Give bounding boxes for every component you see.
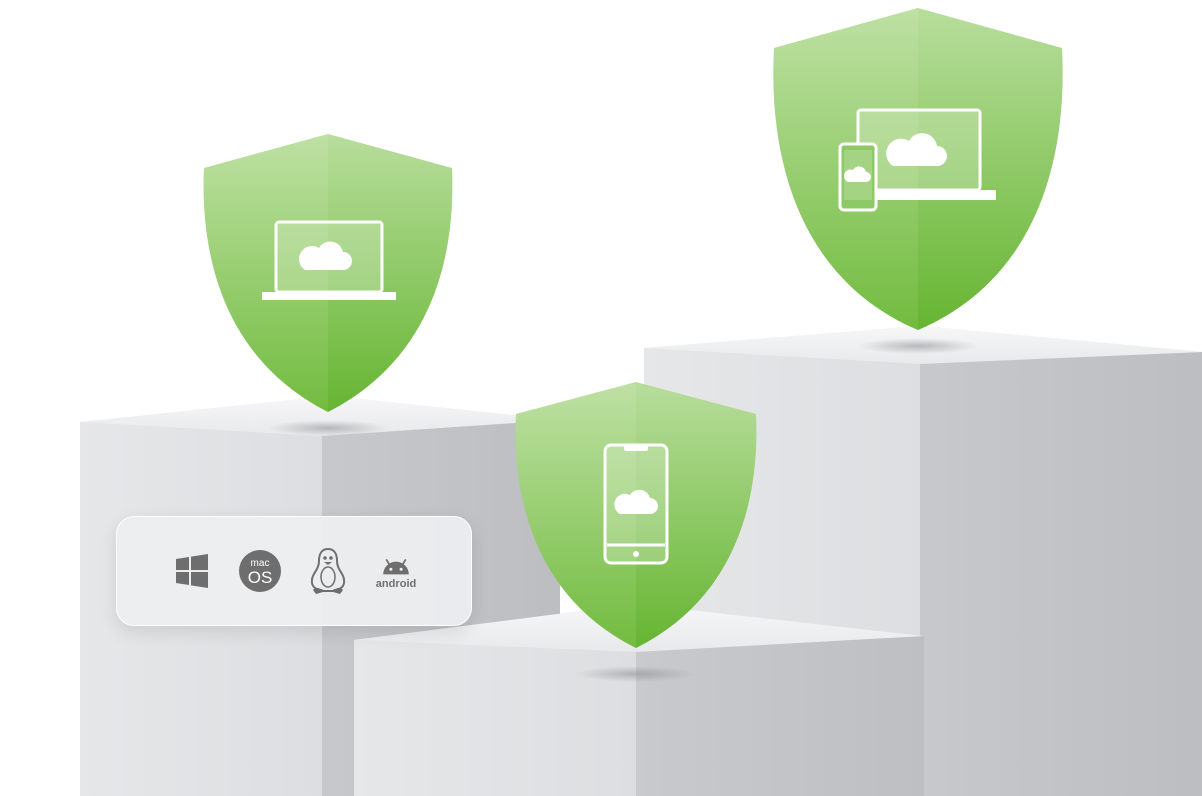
- laptop-shield: [203, 134, 453, 412]
- android-icon: android: [373, 546, 419, 596]
- front-pedestal: [354, 604, 924, 796]
- android-label: android: [376, 578, 417, 590]
- phone-cloud-icon: [603, 443, 669, 565]
- shield-shadow: [268, 420, 388, 436]
- macos-label-main: OS: [248, 568, 273, 587]
- windows-icon: [169, 546, 215, 596]
- phone-shield: [515, 382, 757, 648]
- linux-tux-icon: [305, 546, 351, 596]
- laptop-cloud-icon: [262, 220, 396, 300]
- supported-platforms-panel: mac OS android: [116, 516, 472, 626]
- shield-shadow: [576, 666, 696, 682]
- multi-device-shield: [773, 8, 1063, 330]
- laptop-phone-cloud-icon: [838, 108, 996, 212]
- macos-icon: mac OS: [237, 546, 283, 596]
- macos-label-top: mac: [251, 558, 270, 569]
- shield-shadow: [858, 338, 978, 354]
